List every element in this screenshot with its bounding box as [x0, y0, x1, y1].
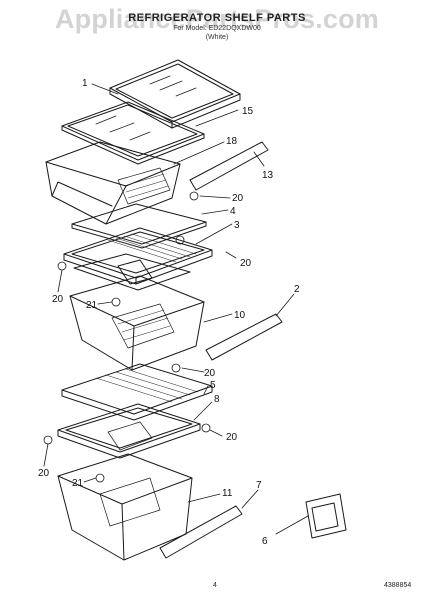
part-3-crisper-cover — [63, 227, 213, 285]
watermark-text: AppliancePartsPros.com — [54, 4, 379, 34]
part-8-crisper-frame — [57, 403, 201, 459]
part-2-rod — [205, 313, 283, 361]
callout-20-d: 20 — [204, 368, 216, 379]
part-5-cover-panel — [61, 363, 213, 421]
callout-13: 13 — [262, 170, 274, 181]
part-7-rod — [159, 505, 243, 559]
callout-11: 11 — [222, 488, 233, 499]
callout-20-f: 20 — [38, 468, 50, 479]
callout-2: 2 — [294, 284, 300, 295]
part-10-crisper-pan — [69, 275, 205, 371]
callout-21-a: 21 — [86, 300, 98, 311]
callout-20-b: 20 — [240, 258, 252, 269]
model-line: For Model: ED22DQXDW00 — [173, 25, 261, 32]
callout-6: 6 — [262, 536, 268, 547]
callout-1: 1 — [82, 78, 88, 89]
page-number: 4 — [213, 582, 217, 589]
callout-8: 8 — [214, 394, 220, 405]
callout-20-e: 20 — [226, 432, 238, 443]
part-6-bracket — [305, 493, 347, 539]
callout-18: 18 — [226, 136, 238, 147]
callout-3: 3 — [234, 220, 240, 231]
part-4-divider-panel — [71, 203, 207, 249]
callout-15: 15 — [242, 106, 254, 117]
color-line: (White) — [205, 34, 229, 41]
part-15-glass-panel — [61, 101, 205, 165]
callout-4: 4 — [230, 206, 236, 217]
callout-20-a: 20 — [232, 193, 244, 204]
part-1-glass-shelf — [109, 59, 241, 129]
header: REFRIGERATOR SHELF PARTS For Model: ED22… — [0, 12, 434, 42]
callout-10: 10 — [234, 310, 246, 321]
part-11-crisper-pan — [57, 453, 193, 561]
screw-clips — [43, 191, 211, 483]
part-18-crisper-pan — [45, 141, 181, 225]
callout-labels: 1 15 18 13 20 4 3 20 20 21 2 10 20 5 8 2… — [38, 78, 300, 547]
callout-7: 7 — [256, 480, 262, 491]
doc-number: 4388854 — [384, 582, 412, 589]
page-title: REFRIGERATOR SHELF PARTS — [128, 12, 306, 24]
leader-lines — [43, 83, 309, 535]
part-13-rod — [189, 141, 269, 191]
callout-21-b: 21 — [72, 478, 84, 489]
callout-5: 5 — [210, 380, 216, 391]
callout-20-c: 20 — [52, 294, 64, 305]
